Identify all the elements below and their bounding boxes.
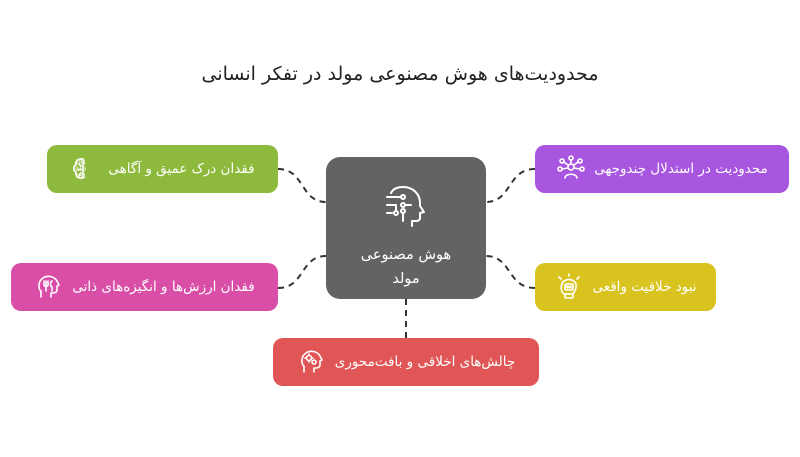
- head-fork-icon: [34, 272, 64, 302]
- ai-head-icon: [383, 183, 429, 233]
- connector-multi-reasoning: [485, 168, 536, 203]
- connector-deep-understanding: [277, 168, 327, 203]
- node-ethics-context-label: چالش‌های اخلاقی و بافت‌محوری: [334, 354, 516, 370]
- svg-text:101: 101: [76, 159, 87, 166]
- node-deep-understanding: فقدان درک عمیق و آگاهی 101 010 101: [47, 145, 278, 193]
- node-multi-reasoning-label: محدودیت در استدلال چندوجهی: [594, 161, 768, 177]
- center-node: هوش مصنوعی مولد: [326, 157, 486, 299]
- node-creativity: نبود خلاقیت واقعی: [535, 263, 716, 311]
- svg-text:010: 010: [76, 166, 87, 173]
- connector-creativity: [485, 255, 536, 289]
- connector-values-motivation: [277, 255, 327, 289]
- network-person-icon: [556, 154, 586, 184]
- lightbulb-robot-icon: [554, 272, 584, 302]
- node-values-motivation-label: فقدان ارزش‌ها و انگیزه‌های ذاتی: [72, 279, 255, 295]
- node-values-motivation: فقدان ارزش‌ها و انگیزه‌های ذاتی: [11, 263, 278, 311]
- diagram-title: محدودیت‌های هوش مصنوعی مولد در تفکر انسا…: [201, 63, 599, 85]
- brain-binary-icon: 101 010 101: [70, 154, 100, 184]
- head-gears-icon: [297, 347, 327, 377]
- node-creativity-label: نبود خلاقیت واقعی: [592, 279, 697, 295]
- svg-text:101: 101: [76, 173, 87, 180]
- node-multi-reasoning: محدودیت در استدلال چندوجهی: [535, 145, 789, 193]
- node-deep-understanding-label: فقدان درک عمیق و آگاهی: [108, 161, 255, 177]
- center-label: هوش مصنوعی مولد: [360, 247, 452, 287]
- node-ethics-context: چالش‌های اخلاقی و بافت‌محوری: [273, 338, 539, 386]
